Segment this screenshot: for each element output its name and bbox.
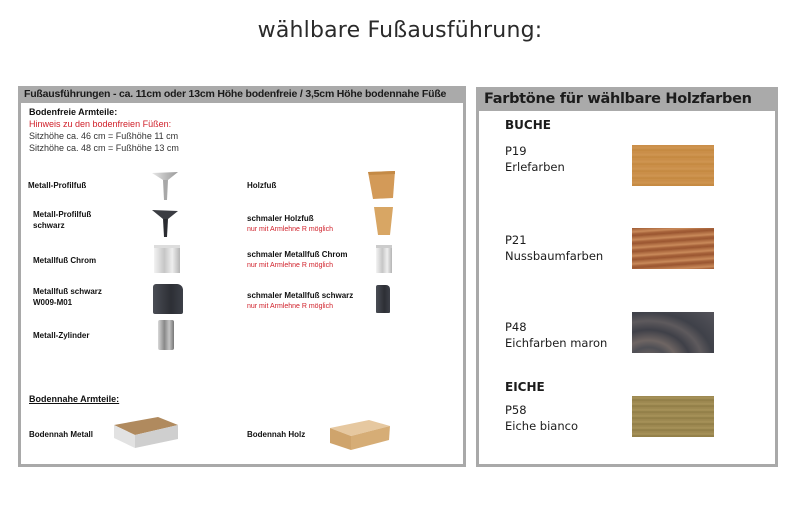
wood-colors-header: Farbtöne für wählbare Holzfarben <box>476 87 778 111</box>
foot-label: Metall-Profilfuß <box>28 181 87 190</box>
foot-label: Metall-Profilfuß <box>33 210 92 219</box>
swatch-label-p58: P58 Eiche bianco <box>505 402 578 434</box>
swatch-name: Nussbaumfarben <box>505 249 604 263</box>
narrow-wood-foot-icon <box>374 207 393 235</box>
metal-profile-foot-icon <box>152 172 178 200</box>
foot-label: schmaler Metallfuß Chrom <box>247 250 348 259</box>
intro-block: Bodenfreie Armteile: Hinweis zu den bode… <box>29 106 179 154</box>
foot-label: schmaler Holzfuß <box>247 214 314 223</box>
floor-near-metal-icon <box>114 417 178 448</box>
swatch-label-p19: P19 Erlefarben <box>505 143 565 175</box>
foot-option-narrow-metal-chrome: schmaler Metallfuß Chrom nur mit Armlehn… <box>247 249 347 271</box>
intro-heading: Bodenfreie Armteile: <box>29 107 118 117</box>
foot-option-wood: Holzfuß <box>247 180 276 191</box>
foot-label: Metallfuß schwarz <box>33 287 102 296</box>
foot-label: Bodennah Metall <box>29 430 94 439</box>
metal-foot-black-icon <box>153 284 183 314</box>
foot-options-header: Fußausführungen - ca. 11cm oder 13cm Höh… <box>18 86 466 103</box>
swatch-code: P48 <box>505 320 527 334</box>
armrest-note: nur mit Armlehne R möglich <box>247 262 333 269</box>
foot-label: Metall-Zylinder <box>33 331 90 340</box>
swatch-code: P58 <box>505 403 527 417</box>
metal-cylinder-icon <box>158 320 174 350</box>
foot-option-metal-profile-black: Metall-Profilfuß schwarz <box>33 209 91 231</box>
foot-label: Bodennah Holz <box>247 430 306 439</box>
intro-line-2: Sitzhöhe ca. 48 cm = Fußhöhe 13 cm <box>29 143 179 153</box>
foot-option-narrow-metal-black: schmaler Metallfuß schwarz nur mit Armle… <box>247 290 353 312</box>
foot-option-narrow-wood: schmaler Holzfuß nur mit Armlehne R mögl… <box>247 213 333 235</box>
color-swatch-p21[interactable] <box>632 228 714 269</box>
foot-label: Metallfuß Chrom <box>33 256 97 265</box>
intro-line-1: Sitzhöhe ca. 46 cm = Fußhöhe 11 cm <box>29 131 179 141</box>
page-title: wählbare Fußausführung: <box>257 18 543 43</box>
foot-option-metal-profile: Metall-Profilfuß <box>28 180 86 191</box>
foot-option-floor-near-wood: Bodennah Holz <box>247 429 305 440</box>
foot-label: schmaler Metallfuß schwarz <box>247 291 354 300</box>
foot-label: Holzfuß <box>247 181 277 190</box>
narrow-metal-foot-chrome-icon <box>376 245 392 273</box>
foot-option-metal-black: Metallfuß schwarz W009-M01 <box>33 286 102 308</box>
narrow-metal-foot-black-icon <box>376 285 390 313</box>
group-heading-eiche: EICHE <box>505 380 545 394</box>
swatch-label-p48: P48 Eichfarben maron <box>505 319 607 351</box>
metal-foot-chrome-icon <box>154 245 180 273</box>
group-heading-buche: BUCHE <box>505 118 551 132</box>
foot-option-metal-chrome: Metallfuß Chrom <box>33 255 96 266</box>
color-swatch-p58[interactable] <box>632 396 714 437</box>
foot-label-2: W009-M01 <box>33 298 73 307</box>
swatch-name: Eiche bianco <box>505 419 578 433</box>
foot-option-metal-cylinder: Metall-Zylinder <box>33 330 89 341</box>
wood-foot-icon <box>368 171 395 199</box>
floor-near-wood-icon <box>330 420 390 450</box>
armrest-note: nur mit Armlehne R möglich <box>247 226 333 233</box>
foot-label-2: schwarz <box>33 221 65 230</box>
swatch-label-p21: P21 Nussbaumfarben <box>505 232 603 264</box>
swatch-code: P19 <box>505 144 527 158</box>
armrest-note: nur mit Armlehne R möglich <box>247 303 333 310</box>
intro-note: Hinweis zu den bodenfreien Füßen: <box>29 119 172 129</box>
swatch-name: Erlefarben <box>505 160 565 174</box>
color-swatch-p19[interactable] <box>632 145 714 186</box>
color-swatch-p48[interactable] <box>632 312 714 353</box>
wood-colors-panel: Farbtöne für wählbare Holzfarben BUCHE P… <box>476 87 778 467</box>
metal-profile-foot-black-icon <box>152 210 178 237</box>
swatch-name: Eichfarben maron <box>505 336 608 350</box>
swatch-code: P21 <box>505 233 527 247</box>
foot-options-panel: Fußausführungen - ca. 11cm oder 13cm Höh… <box>18 86 466 467</box>
floor-near-heading: Bodennahe Armteile: <box>29 394 120 404</box>
foot-option-floor-near-metal: Bodennah Metall <box>29 429 93 440</box>
